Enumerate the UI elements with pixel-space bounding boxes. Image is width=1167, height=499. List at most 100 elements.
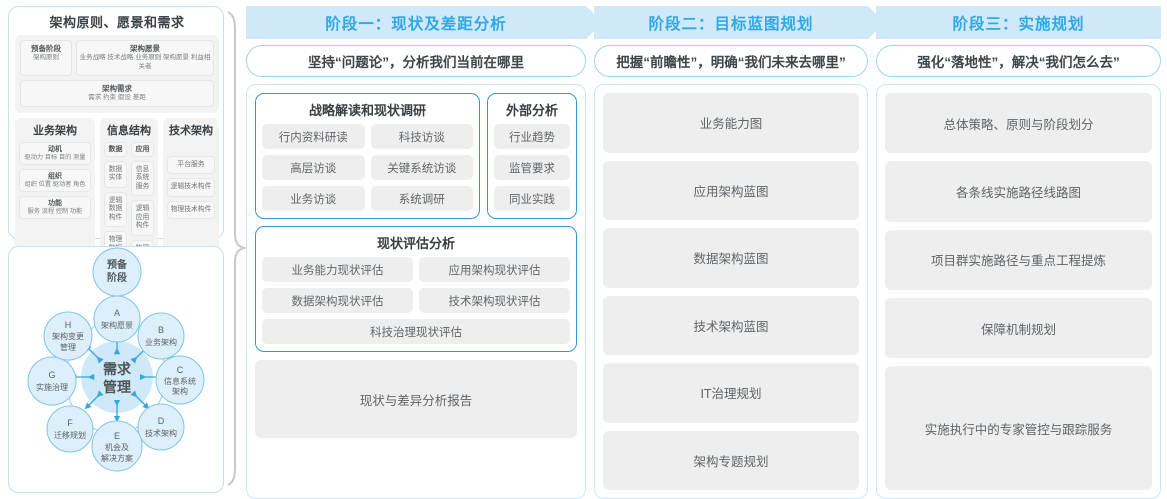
adm-node-preliminary[interactable]: [92, 247, 142, 297]
item-line-roadmap[interactable]: 各条线实施路径线路图: [885, 161, 1152, 222]
phase-3-subtitle: 强化“落地性”，解决“我们怎么去”: [876, 45, 1161, 77]
item-app-arch-blueprint[interactable]: 应用架构蓝图: [603, 160, 859, 220]
adm-node-a[interactable]: [93, 295, 141, 343]
phase-2-list: 业务能力图 应用架构蓝图 数据架构蓝图 技术架构蓝图 IT治理规划 架构专题规划: [603, 93, 859, 490]
group-strategy-survey: 战略解读和现状调研 行内资料研读 科技访谈 高层访谈 关键系统访谈 业务访谈 系…: [255, 93, 480, 219]
chip-row: 业务访谈 系统调研: [262, 186, 473, 211]
phase-1-top-groups: 战略解读和现状调研 行内资料研读 科技访谈 高层访谈 关键系统访谈 业务访谈 系…: [255, 93, 577, 219]
chip-peer-practice[interactable]: 同业实践: [494, 186, 570, 211]
adm-node-preliminary-label-2: 阶段: [107, 271, 127, 284]
phase-3-body: 总体策略、原则与阶段划分 各条线实施路径线路图 项目群实施路径与重点工程提炼 保…: [876, 84, 1161, 499]
chip-business-interview[interactable]: 业务访谈: [262, 186, 365, 211]
adm-node-c[interactable]: [155, 355, 205, 405]
chip-row: 科技治理现状评估: [262, 319, 570, 344]
adm-node-d-key: D: [158, 416, 165, 426]
adm-node-b-label: 业务架构: [145, 337, 177, 347]
togaf-item-motivation: 动机 驱动力 目标 目的 测量: [19, 141, 91, 165]
phase-1-column: 阶段一：现状及差距分析 坚持“问题论”，分析我们当前在哪里 战略解读和现状调研 …: [246, 6, 603, 499]
left-column: 架构原则、愿景和需求 预备阶段 架构原则 架构愿景 业务战略 技术战略 业务原则…: [8, 6, 224, 493]
phase-1-report[interactable]: 现状与差异分析报告: [255, 360, 577, 438]
adm-node-f-label: 迁移规划: [54, 430, 86, 440]
adm-node-c-label-2: 架构: [172, 386, 188, 396]
phase-2-banner-label: 阶段二：目标蓝图规划: [648, 15, 814, 33]
adm-node-d[interactable]: [137, 403, 185, 451]
togaf-item-data-entity: 数据实体: [104, 160, 127, 188]
chip-it-governance-assess[interactable]: 科技治理现状评估: [262, 319, 570, 344]
item-it-governance-plan[interactable]: IT治理规划: [603, 363, 859, 423]
item-data-arch-blueprint[interactable]: 数据架构蓝图: [603, 228, 859, 288]
chip-row: 高层访谈 关键系统访谈: [262, 155, 473, 180]
phase-1-banner-label: 阶段一：现状及差距分析: [325, 15, 507, 33]
adm-node-g-key: G: [48, 370, 55, 380]
chip-app-arch-assess[interactable]: 应用架构现状评估: [419, 257, 570, 282]
adm-node-e[interactable]: [91, 420, 143, 472]
togaf-column-business: 业务架构 动机 驱动力 目标 目的 测量 组织 组织 位置 驱动者 角色: [15, 117, 95, 279]
phase-1-chevron-icon: [586, 6, 603, 39]
group-current-state-assessment: 现状评估分析 业务能力现状评估 应用架构现状评估 数据架构现状评估 技术架构现状…: [255, 226, 577, 352]
phase-1-subtitle: 坚持“问题论”，分析我们当前在哪里: [246, 45, 586, 77]
adm-node-g-label: 实施治理: [36, 382, 68, 392]
adm-node-c-label-1: 信息系统: [164, 376, 196, 386]
phase-1-banner: 阶段一：现状及差距分析: [246, 6, 603, 39]
togaf-cell-vision: 架构愿景 业务战略 技术战略 业务原则 架构愿景 利益相关者: [76, 40, 214, 76]
adm-node-h-label-2: 管理: [60, 342, 76, 352]
adm-node-f[interactable]: [46, 405, 94, 453]
phase-1-body: 战略解读和现状调研 行内资料研读 科技访谈 高层访谈 关键系统访谈 业务访谈 系…: [246, 84, 586, 499]
togaf-cell-preliminary: 预备阶段 架构原则: [20, 40, 72, 76]
togaf-item-logical-app: 逻辑应用构件: [131, 200, 154, 236]
adm-node-e-label-2: 解决方案: [101, 453, 133, 463]
adm-node-d-label: 技术架构: [145, 428, 177, 438]
adm-node-c-key: C: [177, 365, 184, 375]
chip-business-capability-assess[interactable]: 业务能力现状评估: [262, 257, 413, 282]
group-external-analysis: 外部分析 行业趋势 监管要求 同业实践: [487, 93, 577, 219]
adm-cycle-panel: 预备 阶段 A 架构愿景 B 业务架构 C 信息系统 架构 D 技术架构: [8, 246, 224, 493]
chip-key-system-interview[interactable]: 关键系统访谈: [370, 155, 473, 180]
adm-node-g[interactable]: [27, 356, 77, 406]
chip-regulatory[interactable]: 监管要求: [494, 155, 570, 180]
adm-node-h[interactable]: [43, 311, 93, 361]
togaf-head-application: 应用: [131, 141, 154, 157]
togaf-item-function: 功能 服务 流程 控制 功能: [19, 195, 91, 220]
togaf-item-platform-service: 平台服务: [167, 155, 215, 175]
chip-exec-interview[interactable]: 高层访谈: [262, 155, 365, 180]
group-strategy-survey-title: 战略解读和现状调研: [308, 103, 426, 118]
adm-center-label-1: 需求: [103, 361, 132, 377]
chip-industry-trend[interactable]: 行业趋势: [494, 124, 570, 149]
item-assurance-mechanism[interactable]: 保障机制规划: [885, 297, 1152, 359]
togaf-item-physical-tech: 物理技术构件: [167, 200, 215, 219]
adm-center-label-2: 管理: [103, 379, 131, 395]
adm-node-f-key: F: [67, 418, 73, 428]
phase-3-list: 总体策略、原则与阶段划分 各条线实施路径线路图 项目群实施路径与重点工程提炼 保…: [885, 93, 1152, 490]
phase-2-column: 阶段二：目标蓝图规划 把握“前瞻性”，明确“我们未来去哪里” 业务能力图 应用架…: [594, 6, 885, 499]
adm-node-preliminary-label-1: 预备: [107, 258, 128, 271]
togaf-requirements-band: 预备阶段 架构原则 架构愿景 业务战略 技术战略 业务原则 架构愿景 利益相关者…: [15, 35, 219, 113]
chip-tech-arch-assess[interactable]: 技术架构现状评估: [419, 288, 570, 313]
chip-data-arch-assess[interactable]: 数据架构现状评估: [262, 288, 413, 313]
togaf-title: 架构原则、愿景和需求: [49, 15, 185, 30]
chip-row: 行内资料研读 科技访谈: [262, 124, 473, 149]
item-arch-topic-plan[interactable]: 架构专题规划: [603, 430, 859, 490]
adm-node-h-key: H: [65, 320, 72, 330]
item-overall-strategy[interactable]: 总体策略、原则与阶段划分: [885, 93, 1152, 154]
adm-node-h-label-1: 架构变更: [52, 331, 84, 341]
phase-2-banner: 阶段二：目标蓝图规划: [594, 6, 885, 39]
item-expert-control-service[interactable]: 实施执行中的专家管控与跟踪服务: [885, 366, 1152, 490]
chip-tech-interview[interactable]: 科技访谈: [370, 124, 473, 149]
adm-node-e-label-1: 机会及: [105, 442, 129, 452]
phase-3-column: 阶段三：实施规划 强化“落地性”，解决“我们怎么去” 总体策略、原则与阶段划分 …: [876, 6, 1161, 499]
adm-node-b[interactable]: [137, 312, 185, 360]
item-business-capability-map[interactable]: 业务能力图: [603, 93, 859, 153]
item-tech-arch-blueprint[interactable]: 技术架构蓝图: [603, 295, 859, 355]
togaf-head-data: 数据: [104, 141, 127, 157]
phase-2-subtitle: 把握“前瞻性”，明确“我们未来去哪里”: [594, 45, 868, 77]
togaf-framework-panel: 架构原则、愿景和需求 预备阶段 架构原则 架构愿景 业务战略 技术战略 业务原则…: [8, 6, 224, 329]
togaf-item-logical-data: 逻辑数据构件: [104, 191, 127, 228]
adm-node-a-label: 架构愿景: [101, 320, 133, 330]
adm-node-a-key: A: [114, 308, 120, 318]
chip-system-survey[interactable]: 系统调研: [370, 186, 473, 211]
chip-internal-docs[interactable]: 行内资料研读: [262, 124, 365, 149]
item-program-path[interactable]: 项目群实施路径与重点工程提炼: [885, 229, 1152, 290]
togaf-item-organization: 组织 组织 位置 驱动者 角色: [19, 168, 91, 192]
chip-row: 业务能力现状评估 应用架构现状评估: [262, 257, 570, 282]
